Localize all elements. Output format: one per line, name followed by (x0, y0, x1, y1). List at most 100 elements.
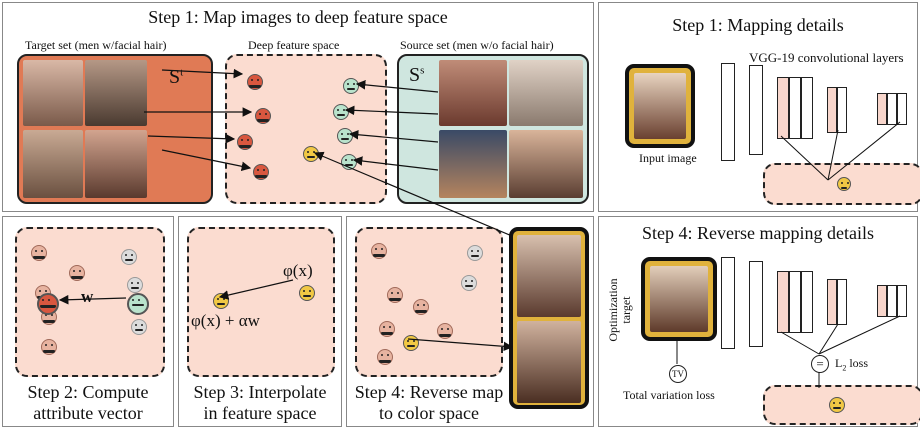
reverse-feature-dot (829, 397, 845, 413)
step4-dot-6 (379, 321, 395, 337)
target-feature-dot-4 (253, 164, 269, 180)
step3-panel: φ(x) φ(x) + αw Step 3: Interpolate in fe… (178, 216, 342, 427)
mapped-feature-box (763, 163, 920, 205)
step4-dot-2 (467, 245, 483, 261)
input-image-frame (625, 64, 695, 148)
step4-feature-box (355, 227, 503, 377)
phi-x-dot (299, 285, 315, 301)
phi-x-alpha-w-label: φ(x) + αw (191, 311, 260, 330)
source-feature-dot-1 (343, 78, 359, 94)
step2-target-dot-2 (69, 265, 85, 281)
source-set-s: S (409, 64, 421, 86)
step3-caption-line1: Step 3: Interpolate (193, 382, 327, 402)
l2-loss-sub: 2 (842, 363, 847, 373)
step4-dot-5 (413, 299, 429, 315)
step4-output-face (517, 321, 581, 403)
step2-source-mean (127, 293, 149, 315)
vgg-layer-7 (837, 87, 847, 133)
l2-loss-circle: = (811, 355, 829, 373)
rev-layer-4 (789, 271, 801, 333)
source-set-symbol: Ss (409, 64, 424, 87)
source-feature-dot-2 (333, 104, 349, 120)
step2-feature-box: w (15, 227, 165, 377)
vgg-layer-10 (897, 93, 907, 125)
l2-loss-rest: loss (846, 356, 869, 370)
tv-loss-circle: TV (669, 365, 687, 383)
vgg-layer-1 (721, 63, 735, 161)
vgg-layer-5 (801, 77, 813, 139)
input-image (634, 73, 686, 139)
source-face-1 (439, 60, 507, 126)
mapped-feature-dot (837, 177, 851, 191)
source-face-2 (509, 60, 583, 126)
step2-caption: Step 2: Compute attribute vector (3, 382, 173, 424)
vgg-layer-9 (887, 93, 897, 125)
source-face-3 (439, 130, 507, 198)
step3-caption-line2: in feature space (203, 403, 317, 423)
source-set-box: Ss (397, 54, 589, 204)
target-face-1 (23, 60, 83, 126)
optimization-target-image (650, 266, 708, 332)
step1-panel: Step 1: Map images to deep feature space… (2, 2, 594, 212)
target-face-3 (23, 130, 83, 198)
step2-target-dot-5 (41, 339, 57, 355)
rev-layer-2 (749, 261, 763, 347)
vgg-layer-4 (789, 77, 801, 139)
l2-loss-l: L (835, 356, 843, 370)
step2-caption-line2: attribute vector (33, 403, 143, 423)
rev-layer-10 (897, 285, 907, 317)
target-face-4 (85, 130, 147, 198)
step4-shifted-dot (403, 335, 419, 351)
step4-dot-8 (377, 349, 393, 365)
reverse-feature-box (763, 385, 920, 425)
rev-layer-8 (877, 285, 887, 317)
step4-dot-1 (371, 243, 387, 259)
source-face-4 (509, 130, 583, 198)
attribute-vector-w: w (81, 287, 94, 306)
step4-dot-4 (387, 287, 403, 303)
step4-caption-line2: to color space (379, 403, 479, 423)
reverse-details-title: Step 4: Reverse mapping details (642, 223, 874, 243)
phi-x-label: φ(x) (283, 261, 313, 280)
vgg-label: VGG-19 convolutional layers (749, 50, 904, 65)
reverse-details-panel: Step 4: Reverse mapping details Optimiza… (598, 216, 920, 427)
vgg-layer-6 (827, 87, 837, 133)
target-set-s: S (169, 66, 181, 88)
input-image-label: Input image (639, 151, 697, 165)
target-feature-dot-2 (255, 108, 271, 124)
step2-source-dot-4 (131, 319, 147, 335)
step4-dot-7 (437, 323, 453, 339)
deep-feature-space-box (225, 54, 387, 204)
rev-layer-1 (721, 257, 735, 349)
target-feature-dot-3 (237, 134, 253, 150)
query-feature-dot (303, 146, 319, 162)
step4-panel: Step 4: Reverse map to color space (346, 216, 594, 427)
rev-layer-9 (887, 285, 897, 317)
phi-x-alpha-dot (213, 293, 229, 309)
source-feature-dot-4 (341, 154, 357, 170)
step3-caption: Step 3: Interpolate in feature space (179, 382, 341, 424)
l2-loss-label: L2 loss (835, 357, 868, 374)
vgg-layer-2 (749, 65, 763, 155)
step4-caption: Step 4: Reverse map to color space (347, 382, 511, 424)
step2-source-dot-2 (127, 277, 143, 293)
step4-output-frame (509, 227, 589, 409)
vgg-layer-8 (877, 93, 887, 125)
step4-dot-3 (461, 275, 477, 291)
step4-original-face (517, 235, 581, 317)
step2-source-dot-1 (121, 249, 137, 265)
tv-loss-label: Total variation loss (623, 388, 715, 402)
vgg-layer-3 (777, 77, 789, 139)
step2-target-dot-1 (31, 245, 47, 261)
step4-caption-line1: Step 4: Reverse map (354, 382, 504, 402)
optimization-target-label: Optimization target (606, 278, 633, 342)
step2-panel: w Step 2: Compute attribute vector (2, 216, 174, 427)
feature-space-label: Deep feature space (248, 38, 340, 52)
source-set-label: Source set (men w/o facial hair) (400, 38, 554, 52)
mapping-details-title: Step 1: Mapping details (672, 15, 844, 35)
target-feature-dot-1 (247, 74, 263, 90)
rev-layer-7 (837, 279, 847, 325)
step2-target-mean (37, 293, 59, 315)
mapping-details-panel: Step 1: Mapping details VGG-19 convoluti… (598, 2, 920, 212)
rev-layer-6 (827, 279, 837, 325)
